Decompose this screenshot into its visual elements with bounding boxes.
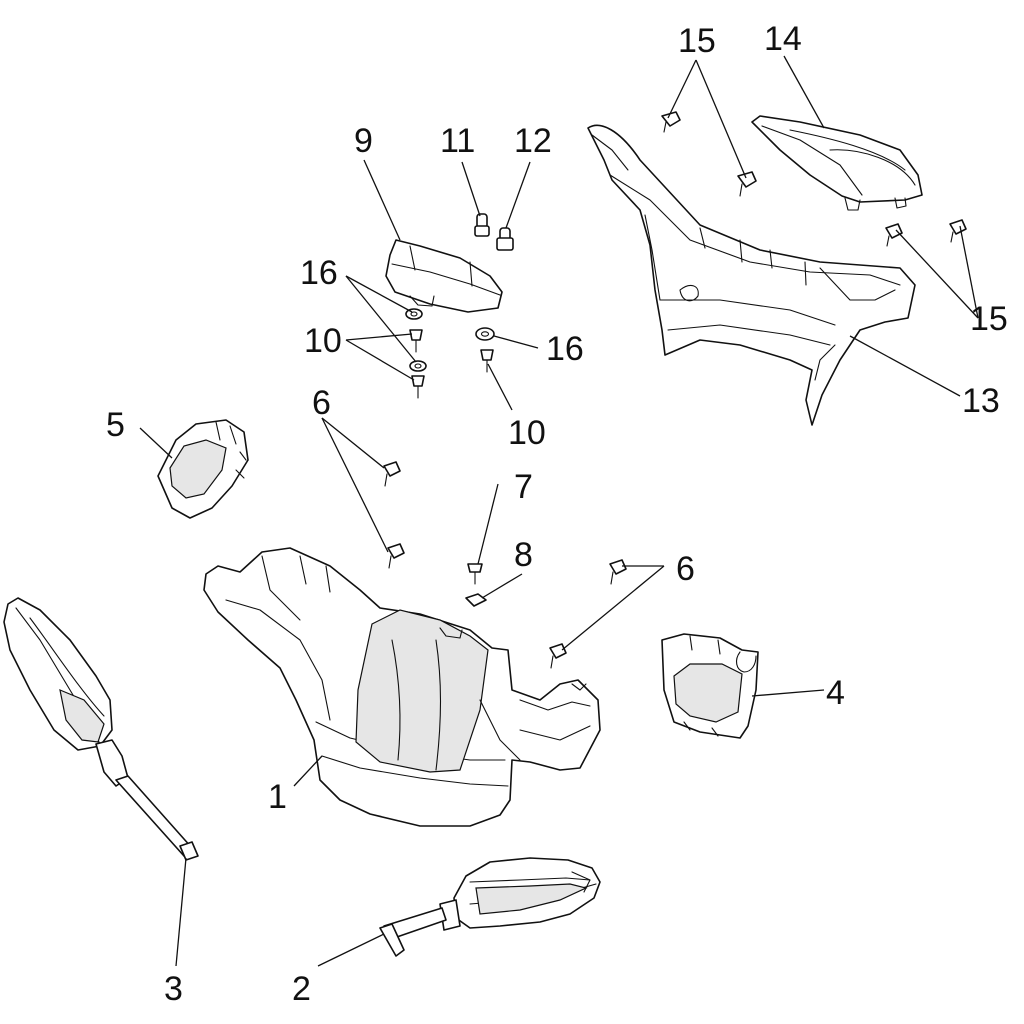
callout-10b: 10	[508, 414, 546, 452]
leader-13	[849, 335, 961, 397]
leader-2	[317, 933, 385, 967]
part-8-clip-nut	[465, 593, 487, 607]
callout-15a: 15	[678, 22, 716, 60]
callout-9: 9	[354, 122, 373, 160]
leader-1	[293, 755, 323, 787]
leader-8	[481, 573, 523, 599]
screw-15-a	[661, 111, 681, 133]
screw-10-c	[480, 349, 494, 373]
screw-6-c	[609, 559, 627, 585]
washer-16-c	[475, 327, 495, 341]
leader-11	[461, 161, 481, 217]
callout-14: 14	[764, 20, 802, 58]
screw-10-a	[409, 329, 423, 353]
leader-5	[139, 427, 173, 459]
leader-12	[505, 161, 531, 229]
callout-2: 2	[292, 970, 311, 1008]
screw-6-b	[387, 543, 405, 569]
part-9-position-lamp	[385, 239, 503, 313]
leader-3	[175, 857, 187, 967]
part-4-right-switch-cover	[661, 633, 759, 739]
leader-15b-1	[895, 229, 979, 319]
callout-11: 11	[440, 122, 475, 160]
callout-10a: 10	[304, 322, 342, 360]
callout-15b: 15	[970, 300, 1008, 338]
leader-10b	[487, 363, 513, 411]
part-3-left-mirror	[3, 597, 199, 861]
part-12-bulb	[496, 227, 514, 251]
leader-16a-1	[345, 275, 413, 313]
part-13-rear-handlebar-cover	[587, 124, 916, 426]
leader-9	[363, 159, 401, 241]
leader-6a-2	[321, 417, 389, 553]
washer-16-b	[409, 360, 427, 372]
leader-15a-2	[695, 59, 747, 179]
leader-lines	[139, 55, 979, 967]
screw-15-b	[737, 171, 757, 197]
screw-10-b	[411, 375, 425, 399]
part-11-bulb-socket	[474, 213, 490, 237]
leader-16a-2	[345, 275, 417, 363]
part-2-right-mirror	[379, 857, 601, 957]
callout-8: 8	[514, 536, 533, 574]
leader-4	[751, 689, 825, 697]
part-1-front-handlebar-cover	[203, 547, 601, 827]
leader-16b	[493, 335, 539, 349]
leader-6a-1	[321, 417, 385, 469]
screw-6-d	[549, 643, 567, 669]
callout-16b: 16	[546, 330, 584, 368]
callout-6b: 6	[676, 550, 695, 588]
leader-10a-1	[345, 333, 413, 341]
leader-10a-2	[345, 339, 415, 381]
callout-3: 3	[164, 970, 183, 1008]
leader-15b-2	[959, 225, 979, 319]
part-14-headlight-lens	[751, 115, 923, 211]
callout-13: 13	[962, 382, 1000, 420]
part-5-left-switch-cover	[157, 419, 249, 519]
callout-16a: 16	[300, 254, 338, 292]
callout-4: 4	[826, 674, 845, 712]
callout-12: 12	[514, 122, 552, 160]
screw-15-d	[949, 219, 967, 243]
callout-1: 1	[268, 778, 287, 816]
leader-7	[477, 483, 499, 565]
callout-numbers: 1 2 3 4 5 6 6 7 8 9 10 10 11 12 13 14 15…	[106, 20, 1008, 1008]
leader-6b-2	[561, 565, 665, 651]
screw-15-c	[885, 223, 903, 247]
part-7-tapping-screw	[467, 563, 483, 585]
screw-6-a	[383, 461, 401, 487]
callout-7: 7	[514, 468, 533, 506]
leader-14	[783, 55, 825, 129]
callout-5: 5	[106, 406, 125, 444]
callout-6a: 6	[312, 384, 331, 422]
leader-15a-1	[667, 59, 697, 119]
